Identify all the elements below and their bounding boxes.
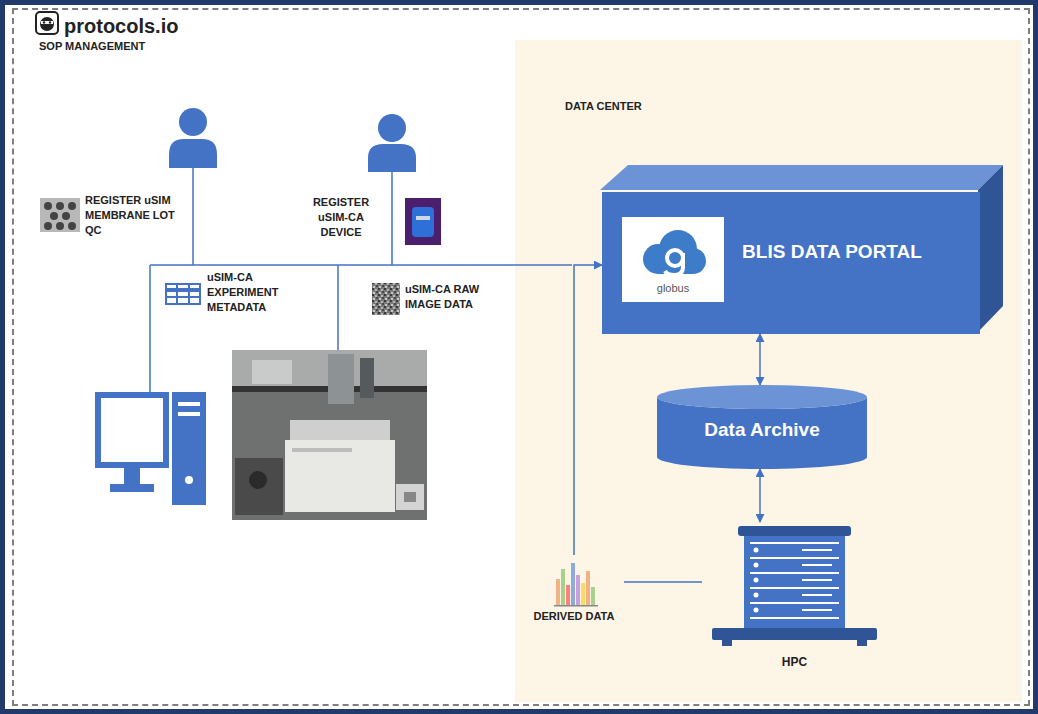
box-top-face (600, 165, 1003, 190)
person-icon (368, 114, 416, 172)
membrane-icon (40, 198, 80, 232)
table-icon (166, 284, 200, 304)
node-title: protocols.io (64, 14, 244, 39)
archive-cylinder: Data Archive (657, 385, 867, 469)
data-label: REGISTER uSIM MEMBRANE LOT QC (85, 193, 183, 238)
protocols-logo (36, 12, 58, 34)
node-subtitle: SOP MANAGEMENT (39, 40, 219, 54)
person-icon (169, 108, 217, 168)
node-title: DERIVED DATA (524, 610, 624, 624)
data-center-region: DATA CENTER BLIS DATA PORTAL globusData Ar… (517, 42, 1024, 704)
sop-frame: protocols.ioSOP MANAGEMENT DATA CENTER BLI… (12, 8, 1030, 706)
device-icon (405, 198, 441, 245)
instrument-photo (232, 350, 427, 520)
hpc-server: HPC (702, 522, 887, 674)
data-label: REGISTER uSIM-CA DEVICE (300, 195, 382, 240)
data-center-ground (515, 40, 1022, 702)
box-side-face (978, 165, 1003, 332)
node-title: DATA CENTER (565, 100, 705, 114)
node-title: globus (622, 282, 724, 296)
portal-box: BLIS DATA PORTAL globus (602, 192, 980, 334)
computer-icon (98, 392, 206, 505)
node-title: BLIS DATA PORTAL (732, 240, 932, 264)
connector (759, 469, 761, 522)
connector (624, 581, 702, 583)
server-rack (702, 522, 887, 674)
connector (574, 265, 602, 555)
page-ground (5, 5, 1033, 709)
node-title: Data Archive (657, 418, 867, 442)
data-label: uSIM-CA RAW IMAGE DATA (405, 282, 500, 312)
derived-data: DERIVED DATA (524, 555, 624, 627)
connector (759, 334, 761, 385)
node-title: HPC (702, 655, 887, 670)
raw-image-icon (372, 283, 400, 315)
data-label: uSIM-CA EXPERIMENT METADATA (207, 270, 307, 315)
globus-logo: globus (622, 217, 724, 302)
